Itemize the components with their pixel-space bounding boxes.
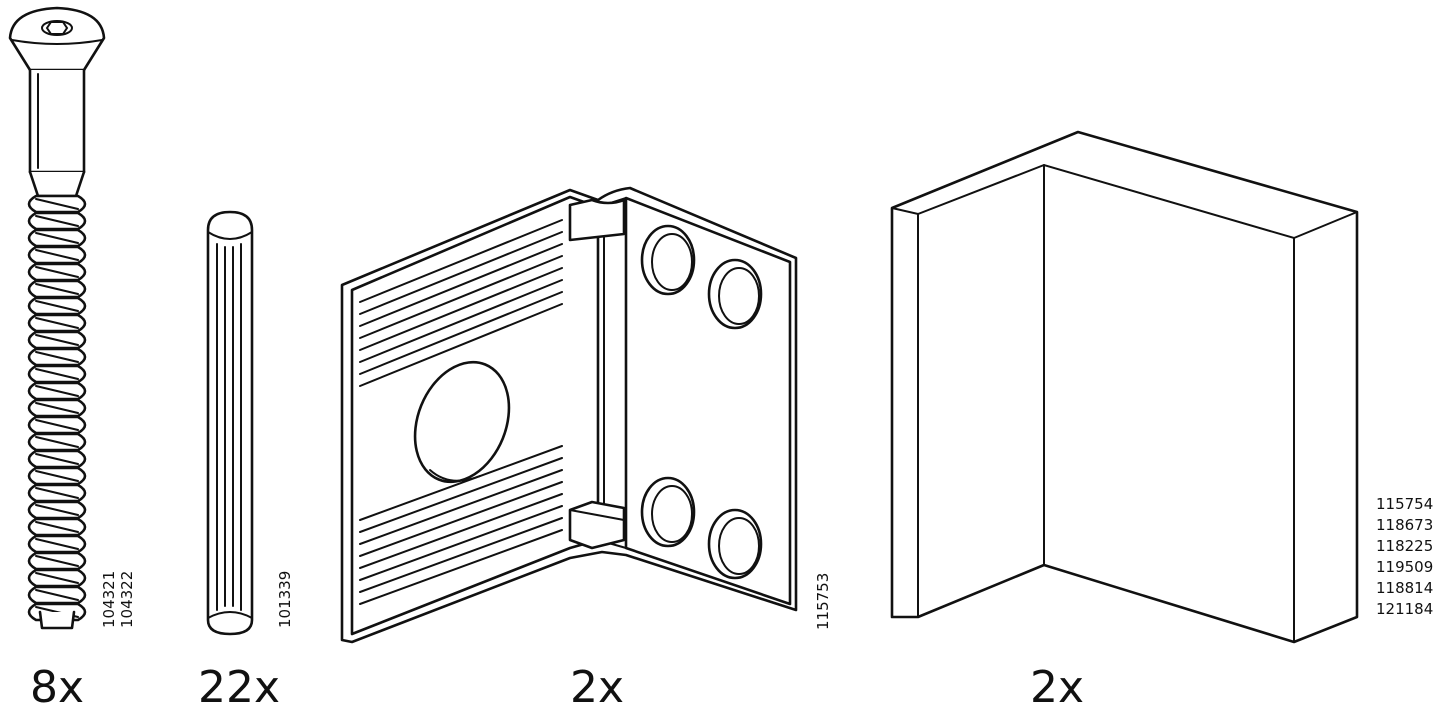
dowel-part: 101339 22x — [190, 0, 320, 721]
corner-block-icon — [890, 130, 1359, 644]
bracket-article-numbers: 115753 — [814, 573, 832, 630]
screw-article-numbers: 104321 104322 — [100, 571, 136, 628]
corner-block-quantity: 2x — [1030, 662, 1085, 713]
article-number: 118673 — [1376, 516, 1434, 534]
dowel-article-numbers: 101339 — [276, 571, 294, 628]
article-number: 121184 — [1376, 600, 1434, 618]
article-number: 104321 — [100, 570, 118, 628]
screw-quantity: 8x — [30, 662, 85, 713]
dowel-quantity: 22x — [198, 662, 281, 713]
article-number: 119509 — [1376, 558, 1434, 576]
article-number: 104322 — [118, 570, 136, 628]
article-number: 115753 — [814, 572, 832, 630]
article-number: 101339 — [276, 570, 294, 628]
bracket-part: 115753 2x — [330, 0, 850, 721]
article-number: 115754 — [1376, 495, 1434, 513]
screw-part: 104321 104322 8x — [0, 0, 180, 721]
countersunk-screw-icon — [8, 6, 106, 630]
corner-block-part: 115754 118673 118225 119509 118814 12118… — [880, 0, 1453, 721]
wooden-dowel-icon — [206, 210, 254, 636]
corner-block-article-numbers: 115754 118673 118225 119509 118814 12118… — [1376, 494, 1433, 620]
bracket-quantity: 2x — [570, 662, 625, 713]
article-number: 118225 — [1376, 537, 1434, 555]
corner-bracket-icon — [340, 186, 798, 644]
article-number: 118814 — [1376, 579, 1434, 597]
